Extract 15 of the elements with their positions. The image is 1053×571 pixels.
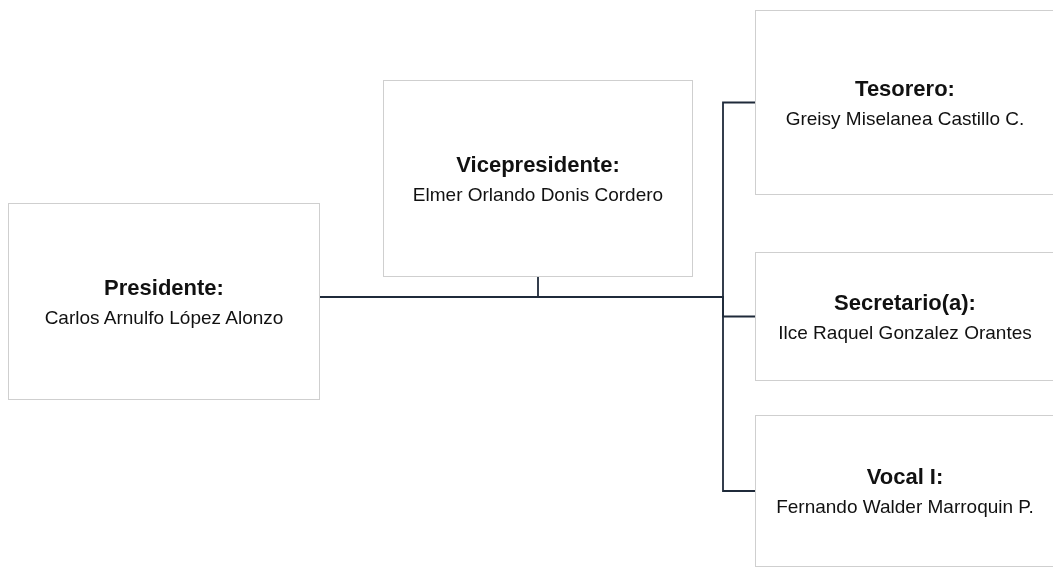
position-box <box>755 415 1053 567</box>
role-title: Presidente: <box>104 274 224 301</box>
member-name: Carlos Arnulfo López Alonzo <box>43 306 285 329</box>
member-name: Fernando Walder Marroquin P. <box>775 496 1035 518</box>
position-box <box>755 10 1053 195</box>
role-title: Vocal I: <box>866 464 944 491</box>
role-title: Vicepresidente: <box>456 151 620 178</box>
position-box <box>383 80 693 277</box>
member-name: Greisy Miselanea Castillo C. <box>784 107 1026 130</box>
role-title: Secretario(a): <box>834 289 976 316</box>
position-box <box>755 252 1053 381</box>
role-title: Tesorero: <box>855 75 955 102</box>
position-box <box>8 203 320 400</box>
member-name: Ilce Raquel Gonzalez Orantes <box>777 321 1033 344</box>
member-name: Elmer Orlando Donis Cordero <box>411 183 665 206</box>
